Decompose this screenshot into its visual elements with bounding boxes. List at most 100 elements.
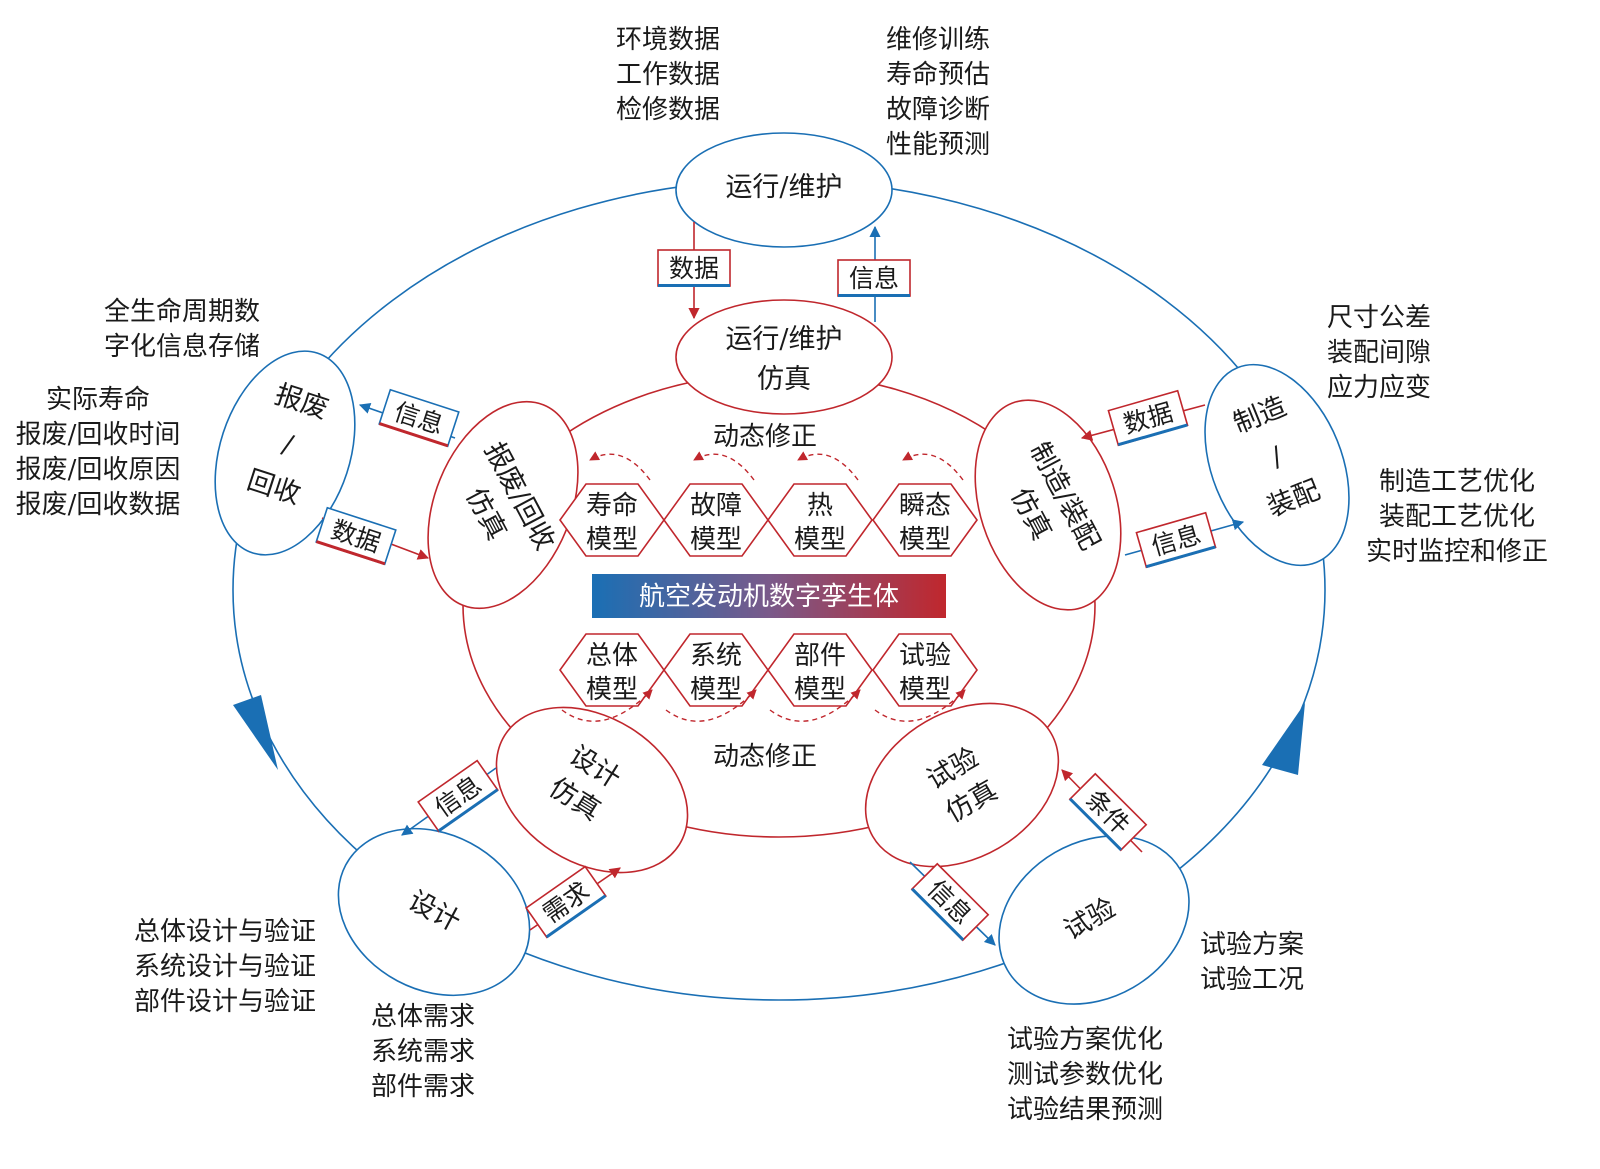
- dynamic-correction-arrow: [902, 451, 964, 481]
- labels-ops-left: 环境数据 工作数据 检修数据: [616, 25, 720, 125]
- label-line: 报废/回收原因: [16, 455, 181, 485]
- labels-mfg-right: 制造工艺优化 装配工艺优化 实时监控和修正: [1366, 467, 1548, 567]
- label-line: 装配工艺优化: [1379, 502, 1535, 532]
- node-scrap-sim[interactable]: 报废/回收 仿真: [399, 379, 606, 630]
- label-line: 试验方案: [1200, 930, 1304, 960]
- node-design-sim[interactable]: 设计 仿真: [466, 674, 718, 907]
- node-test-sim[interactable]: 试验 仿真: [836, 670, 1087, 899]
- label-line: 实时监控和修正: [1366, 537, 1548, 567]
- labels-ops-right: 维修训练 寿命预估 故障诊断 性能预测: [886, 25, 990, 160]
- node-ops-sim[interactable]: 运行/维护 仿真: [675, 299, 893, 415]
- labels-test-bottom: 试验方案优化 测试参数优化 试验结果预测: [1007, 1025, 1163, 1125]
- labels-scrap-left: 实际寿命 报废/回收时间 报废/回收原因 报废/回收数据: [16, 385, 181, 520]
- node-ops-sim-label-2: 仿真: [757, 364, 811, 395]
- label-line: 系统设计与验证: [134, 952, 316, 982]
- hex-label: 部件: [794, 641, 846, 671]
- tag-scrap-info-text: 信息: [391, 397, 448, 440]
- labels-design-left: 总体设计与验证 系统设计与验证 部件设计与验证: [134, 917, 316, 1017]
- label-line: 部件设计与验证: [134, 987, 316, 1017]
- node-design[interactable]: 设计: [309, 796, 559, 1028]
- label-line: 维修训练: [886, 25, 990, 55]
- hex-top-2[interactable]: 热模型: [767, 483, 873, 557]
- hex-label: 模型: [586, 675, 638, 705]
- label-line: 实际寿命: [46, 385, 150, 415]
- node-mfg-sim[interactable]: 制造/装配 仿真: [950, 381, 1146, 628]
- label-line: 工作数据: [616, 60, 720, 90]
- dynamic-correction-arrow: [769, 689, 861, 722]
- label-line: 总体设计与验证: [134, 917, 316, 947]
- label-line: 全生命周期数: [104, 297, 260, 327]
- tag-mfg-data-text: 数据: [1120, 398, 1176, 440]
- labels-mfg-top: 尺寸公差 装配间隙 应力应变: [1327, 303, 1431, 403]
- label-line: 字化信息存储: [104, 332, 260, 362]
- hex-label: 模型: [586, 525, 638, 555]
- tag-ops-data: 数据: [657, 249, 731, 287]
- labels-design-bottom: 总体需求 系统需求 部件需求: [371, 1002, 475, 1102]
- label-line: 环境数据: [616, 25, 720, 55]
- label-line: 装配间隙: [1327, 338, 1431, 368]
- dynamic-correction-arrow: [797, 451, 859, 481]
- label-line: 性能预测: [886, 130, 990, 160]
- labels-scrap-top: 全生命周期数 字化信息存储: [104, 297, 260, 362]
- node-scrap[interactable]: 报废 / 回收: [191, 333, 380, 573]
- dynamic-correction-arrow: [665, 689, 757, 722]
- dynamic-correction-arrow: [589, 451, 651, 481]
- hex-label: 模型: [690, 525, 742, 555]
- label-line: 部件需求: [371, 1072, 475, 1102]
- tag-ops-info: 信息: [837, 259, 911, 297]
- label-line: 总体需求: [371, 1002, 475, 1032]
- node-ops[interactable]: 运行/维护: [675, 132, 893, 248]
- hex-label: 模型: [794, 525, 846, 555]
- dynamic-correction-arrow: [693, 451, 755, 481]
- tag-scrap-info: 信息: [378, 388, 460, 448]
- label-line: 尺寸公差: [1327, 303, 1431, 333]
- label-line: 测试参数优化: [1007, 1060, 1163, 1090]
- label-line: 检修数据: [616, 95, 720, 125]
- hex-label: 总体: [586, 641, 638, 671]
- dynamic-correction-bottom: 动态修正: [713, 742, 817, 772]
- twin-title-bar: 航空发动机数字孪生体: [592, 574, 946, 618]
- label-line: 试验工况: [1200, 965, 1304, 995]
- tag-design-demand: 需求: [525, 865, 607, 939]
- dynamic-correction-arrow: [874, 689, 966, 722]
- label-line: 故障诊断: [886, 95, 990, 125]
- tag-design-info: 信息: [417, 759, 499, 833]
- node-ops-label: 运行/维护: [725, 172, 842, 203]
- tag-scrap-data: 数据: [315, 506, 397, 566]
- flow-arrow-right: [1262, 703, 1305, 775]
- tag-mfg-info-text: 信息: [1148, 520, 1204, 562]
- label-line: 制造工艺优化: [1379, 467, 1535, 497]
- tag-scrap-data-text: 数据: [328, 515, 385, 558]
- label-line: 系统需求: [371, 1037, 475, 1067]
- label-line: 寿命预估: [886, 60, 990, 90]
- dynamic-correction-arrow: [561, 689, 653, 722]
- flow-arrow-left: [233, 695, 278, 770]
- label-line: 报废/回收数据: [16, 490, 181, 520]
- hex-label: 故障: [690, 491, 742, 521]
- twin-title: 航空发动机数字孪生体: [639, 582, 899, 612]
- node-manufacture[interactable]: 制造 / 装配: [1177, 343, 1376, 586]
- hex-label: 模型: [794, 675, 846, 705]
- hex-label: 模型: [899, 675, 951, 705]
- hex-label: 模型: [899, 525, 951, 555]
- tag-ops-data-text: 数据: [669, 254, 719, 283]
- label-line: 试验方案优化: [1007, 1025, 1163, 1055]
- label-line: 试验结果预测: [1007, 1095, 1163, 1125]
- node-test[interactable]: 试验: [968, 802, 1219, 1037]
- hex-label: 寿命: [586, 491, 638, 521]
- hex-label: 瞬态: [899, 491, 951, 521]
- dynamic-correction-top: 动态修正: [713, 422, 817, 452]
- tag-ops-info-text: 信息: [849, 264, 899, 293]
- node-ops-sim-label-1: 运行/维护: [725, 324, 842, 355]
- label-line: 应力应变: [1327, 373, 1431, 403]
